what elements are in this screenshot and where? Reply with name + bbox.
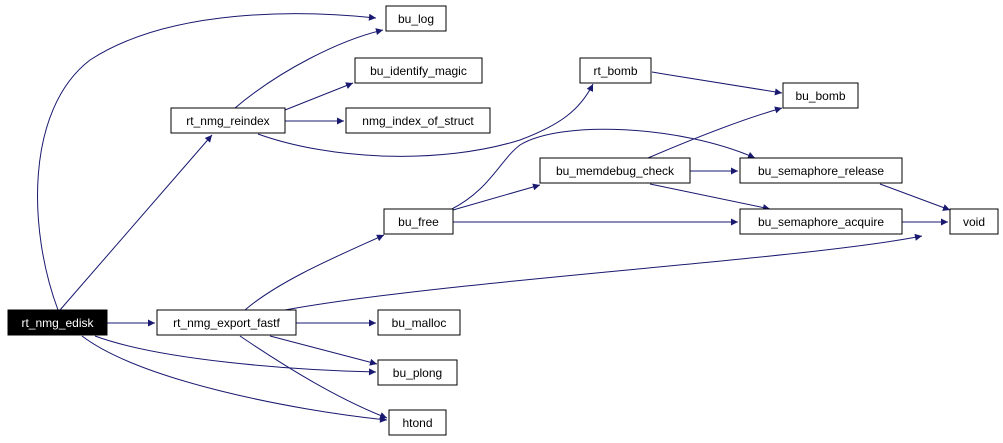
node-label: htond <box>402 416 432 430</box>
node-bu_malloc[interactable]: bu_malloc <box>377 309 461 336</box>
edge-bu_free-bu_memdebug_check <box>452 183 541 211</box>
node-rt_bomb[interactable]: rt_bomb <box>579 57 652 84</box>
edge-rt_nmg_reindex-bu_log <box>234 28 384 109</box>
node-label: rt_nmg_reindex <box>186 114 269 128</box>
node-label: rt_nmg_edisk <box>21 316 94 330</box>
node-rt_nmg_export_fastf[interactable]: rt_nmg_export_fastf <box>156 309 297 336</box>
edge-rt_nmg_edisk-htond <box>81 335 388 423</box>
edge-rt_nmg_export_fastf-void <box>284 233 923 311</box>
edge-rt_nmg_export_fastf-htond <box>239 335 388 419</box>
edge-rt_bomb-bu_bomb <box>651 71 783 96</box>
nodes: rt_nmg_edisk bu_log bu_identify_magic rt… <box>7 5 999 436</box>
node-bu_memdebug_check[interactable]: bu_memdebug_check <box>539 157 691 184</box>
node-label: void <box>963 215 985 229</box>
node-rt_nmg_reindex[interactable]: rt_nmg_reindex <box>170 107 286 134</box>
node-bu_identify_magic[interactable]: bu_identify_magic <box>354 57 483 84</box>
node-bu_log[interactable]: bu_log <box>385 5 447 32</box>
edge-bu_memdebug_check-bu_semaphore_acquire <box>649 183 771 211</box>
node-htond[interactable]: htond <box>388 409 447 436</box>
node-label: bu_free <box>398 215 439 229</box>
node-bu_free[interactable]: bu_free <box>383 208 454 235</box>
node-label: bu_identify_magic <box>370 64 467 78</box>
edge-rt_nmg_edisk-rt_nmg_reindex <box>59 134 213 311</box>
node-bu_bomb[interactable]: bu_bomb <box>782 82 859 109</box>
edges <box>37 13 951 423</box>
edge-rt_nmg_edisk-bu_log <box>37 13 377 311</box>
node-label: bu_semaphore_release <box>758 164 884 178</box>
node-nmg_index_of_struct[interactable]: nmg_index_of_struct <box>345 107 491 134</box>
node-bu_plong[interactable]: bu_plong <box>377 359 458 386</box>
node-void[interactable]: void <box>949 208 999 235</box>
edge-rt_nmg_export_fastf-bu_free <box>244 234 385 311</box>
node-label: rt_bomb <box>593 64 637 78</box>
edge-bu_semaphore_release-void <box>879 183 951 211</box>
node-label: bu_bomb <box>795 89 845 103</box>
edge-rt_nmg_export_fastf-bu_plong <box>269 335 378 366</box>
node-bu_semaphore_acquire[interactable]: bu_semaphore_acquire <box>739 208 903 235</box>
edge-bu_free-bu_semaphore_release <box>449 128 756 211</box>
node-label: rt_nmg_export_fastf <box>173 316 280 330</box>
node-label: nmg_index_of_struct <box>362 114 474 128</box>
node-bu_semaphore_release[interactable]: bu_semaphore_release <box>739 157 903 184</box>
edge-bu_memdebug_check-bu_bomb <box>647 106 783 159</box>
node-label: bu_malloc <box>392 316 447 330</box>
node-label: bu_semaphore_acquire <box>758 215 884 229</box>
node-label: bu_log <box>398 12 434 26</box>
node-rt_nmg_edisk[interactable]: rt_nmg_edisk <box>7 309 108 336</box>
edge-rt_nmg_reindex-bu_identify_magic <box>284 82 354 111</box>
node-label: bu_memdebug_check <box>556 164 675 178</box>
node-label: bu_plong <box>393 366 442 380</box>
edge-rt_nmg_edisk-bu_plong <box>94 335 377 376</box>
edge-rt_nmg_reindex-rt_bomb <box>257 83 594 157</box>
